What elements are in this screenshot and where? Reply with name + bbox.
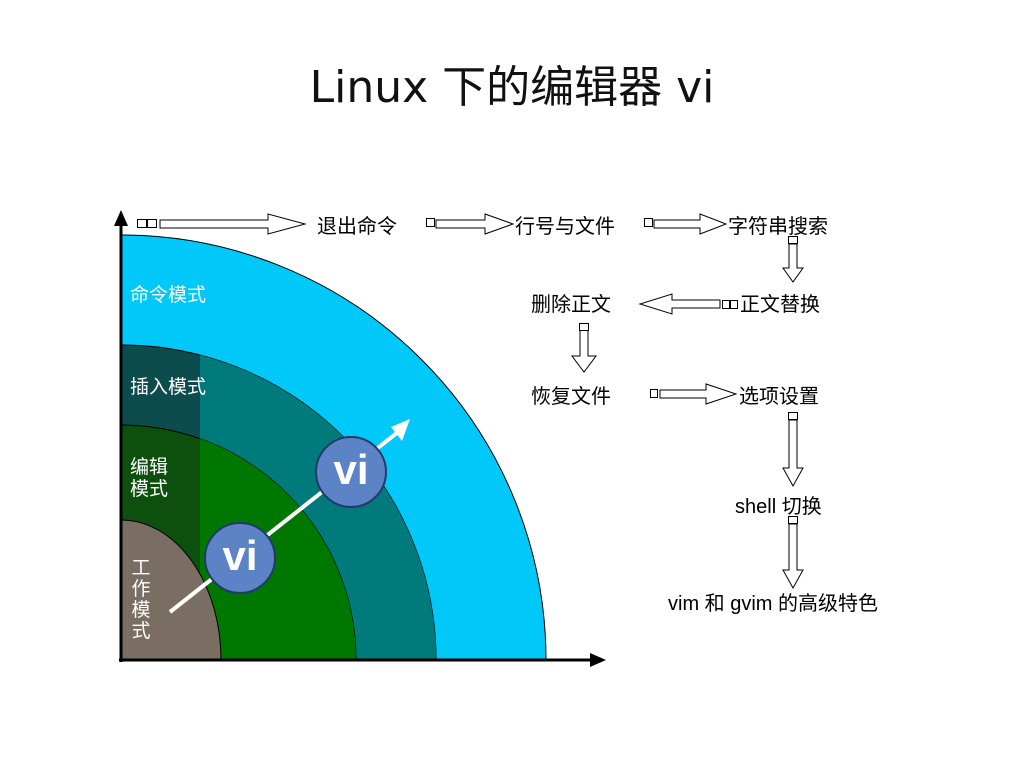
flow-option-settings: 选项设置 bbox=[739, 384, 819, 408]
command-mode-label: 命令模式 bbox=[130, 284, 207, 306]
start-marker-box bbox=[147, 219, 157, 228]
marker-box bbox=[788, 516, 798, 524]
work-mode-region bbox=[120, 519, 222, 661]
flow-quit-command: 退出命令 bbox=[317, 214, 397, 238]
arrow-options-to-shell bbox=[782, 419, 804, 488]
arrow-shell-to-vim bbox=[782, 523, 804, 590]
arrow-delete-to-restore bbox=[571, 329, 597, 373]
marker-box bbox=[788, 412, 798, 420]
flow-string-search: 字符串搜索 bbox=[728, 214, 828, 238]
arrow-linefile-to-search bbox=[653, 213, 728, 235]
progression-arrowhead bbox=[391, 419, 410, 441]
marker-box bbox=[426, 218, 435, 227]
x-axis-arrowhead bbox=[590, 653, 606, 667]
marker-box bbox=[730, 300, 738, 309]
y-axis-arrowhead bbox=[114, 210, 128, 226]
arrow-start-to-quit bbox=[159, 213, 307, 235]
flow-shell-switch: shell 切换 bbox=[735, 496, 822, 518]
flow-line-number-and-file: 行号与文件 bbox=[515, 214, 615, 238]
marker-box bbox=[722, 300, 730, 309]
slide-title: Linux 下的编辑器 vi bbox=[309, 62, 715, 113]
arrow-replace-to-delete bbox=[638, 293, 721, 315]
vi-badge-outer: vi bbox=[315, 436, 387, 508]
insert-mode-label: 插入模式 bbox=[130, 376, 207, 398]
arrow-search-to-replace bbox=[782, 243, 804, 283]
flow-restore-file: 恢复文件 bbox=[531, 384, 611, 408]
flow-text-replace: 正文替换 bbox=[740, 292, 820, 316]
marker-box bbox=[644, 218, 653, 227]
edit-mode-band bbox=[200, 438, 356, 660]
flow-delete-text: 删除正文 bbox=[531, 292, 611, 316]
arrow-quit-to-linefile bbox=[435, 213, 515, 235]
marker-box bbox=[650, 389, 658, 398]
start-marker-box bbox=[137, 219, 147, 228]
edit-mode-label: 编辑 模式 bbox=[130, 456, 169, 500]
marker-box bbox=[788, 236, 798, 244]
flow-vim-gvim-features: vim 和 gvim 的高级特色 bbox=[668, 593, 878, 615]
marker-box bbox=[579, 323, 589, 331]
arrow-restore-to-options bbox=[659, 383, 738, 405]
vi-badge-inner: vi bbox=[204, 522, 276, 594]
work-mode-label: 工 作 模 式 bbox=[131, 557, 151, 642]
